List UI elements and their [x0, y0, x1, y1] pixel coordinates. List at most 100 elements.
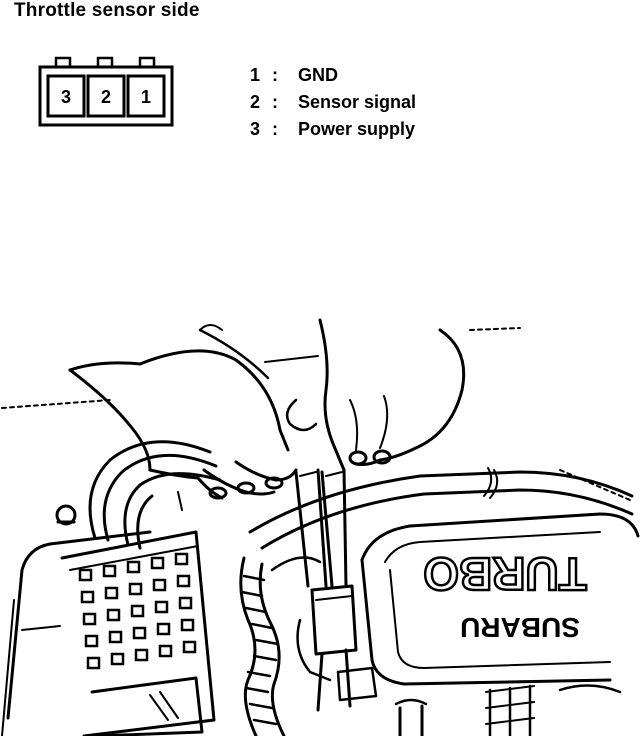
intake-hose: [248, 470, 634, 534]
throttle-sensor-body: [310, 584, 358, 656]
tester-key: [150, 556, 165, 570]
hood-edge-line: [264, 355, 319, 363]
tester-key: [84, 634, 99, 648]
tester-lead: [102, 453, 218, 542]
tester-lead: [123, 472, 222, 547]
harness-wrap: [240, 574, 280, 726]
right-hand: [318, 318, 346, 472]
tester-display: [149, 691, 179, 721]
wiring-harness: [239, 556, 258, 736]
tester-keypad: [78, 552, 197, 670]
tester-key: [126, 560, 141, 574]
test-probe: [294, 468, 328, 588]
connector-housing: [38, 65, 174, 127]
right-hand-thumb: [285, 398, 318, 432]
tester-body: [60, 530, 216, 736]
tester-key: [128, 582, 143, 596]
left-hand: [198, 328, 270, 380]
throttle-sensor-body: [315, 595, 353, 601]
throttle-sensor-connector: 3 2 1: [38, 56, 178, 128]
tester-key: [154, 600, 169, 614]
tester-key: [108, 630, 123, 644]
intake-hose: [260, 488, 634, 550]
tester-lead: [88, 440, 212, 540]
fingernail: [348, 450, 368, 466]
tester-key: [106, 608, 121, 622]
tester-key: [182, 640, 197, 654]
engine-cover: [384, 531, 601, 563]
diagram-caption: Throttle sensor side: [14, 0, 200, 21]
wiring-harness: [258, 562, 286, 736]
tester-key: [78, 568, 93, 582]
right-hand-finger: [349, 395, 389, 451]
hood-edge-line: [469, 327, 521, 331]
tester-key: [102, 564, 117, 578]
pin-function: GND: [298, 65, 338, 85]
engine-cover: [360, 558, 612, 686]
engine-cover-brand-text: SUBARU: [460, 612, 580, 643]
test-probe: [320, 468, 348, 588]
connector-pin-cell: [126, 74, 166, 118]
fender-bolt: [55, 504, 77, 526]
connector-drawing: 3 2 1: [38, 56, 174, 127]
pin-number: 1: [250, 65, 261, 85]
throttle-sensor-body: [316, 648, 352, 712]
pin-number: 2: [250, 92, 261, 112]
fender-panel: [1, 599, 15, 736]
engine-part: [488, 684, 532, 736]
engine-part: [394, 698, 428, 706]
tester-display: [90, 676, 204, 736]
fingernail: [236, 481, 256, 495]
pin-legend-row: 3 : Power supply: [250, 116, 416, 143]
throttle-sensor-body: [336, 666, 378, 702]
pin-number: 3: [250, 119, 261, 139]
tester-key: [132, 626, 147, 640]
engine-cover: [389, 569, 611, 669]
tester-key: [80, 590, 95, 604]
pin-separator: :: [272, 92, 278, 112]
tester-body: [177, 491, 183, 511]
tester-key: [180, 618, 195, 632]
tester-key: [134, 648, 149, 662]
left-hand-finger: [234, 460, 298, 482]
connector-pin-label: 2: [101, 87, 111, 107]
hose-clamp: [483, 467, 499, 499]
pin-separator: :: [272, 65, 278, 85]
engine-cover-turbo-text: TURBO: [423, 548, 587, 600]
fender-panel: [21, 625, 61, 631]
engine-part: [558, 684, 622, 694]
throttle-sensor-body: [296, 618, 332, 682]
fingernail: [372, 449, 392, 465]
left-hand: [68, 368, 152, 472]
connector-pin-cell: [86, 74, 126, 118]
pin-legend-row: 2 : Sensor signal: [250, 89, 416, 116]
fender-panel: [6, 530, 152, 720]
tester-key: [152, 578, 167, 592]
right-hand: [378, 328, 466, 462]
tester-key: [178, 596, 193, 610]
pin-function: Sensor signal: [298, 92, 417, 112]
engine-bay-drawing: TURBO SUBARU: [1, 318, 640, 736]
hood-edge-line: [1, 399, 111, 409]
pin-legend-row: 1 : GND: [250, 62, 416, 89]
connector-pin-label: 3: [61, 87, 71, 107]
pin-function: Power supply: [298, 119, 416, 139]
tester-key: [158, 644, 173, 658]
engine-part: [398, 704, 424, 736]
tester-key: [86, 656, 101, 670]
test-probe: [299, 471, 343, 477]
tester-key: [104, 586, 119, 600]
left-hand: [199, 324, 223, 331]
left-hand: [68, 349, 290, 452]
left-hand-finger: [148, 468, 224, 500]
pin-legend: 1 : GND 2 : Sensor signal 3 : Power supp…: [250, 62, 416, 143]
engine-part: [485, 685, 535, 725]
tester-key: [176, 574, 191, 588]
connector-pin-label: 1: [141, 87, 151, 107]
connector-pin-cell: [46, 74, 86, 118]
tester-key: [130, 604, 145, 618]
fingernail: [264, 476, 284, 490]
tester-key: [156, 622, 171, 636]
tester-key: [110, 652, 125, 666]
engine-bay-illustration: TURBO SUBARU: [0, 300, 640, 736]
